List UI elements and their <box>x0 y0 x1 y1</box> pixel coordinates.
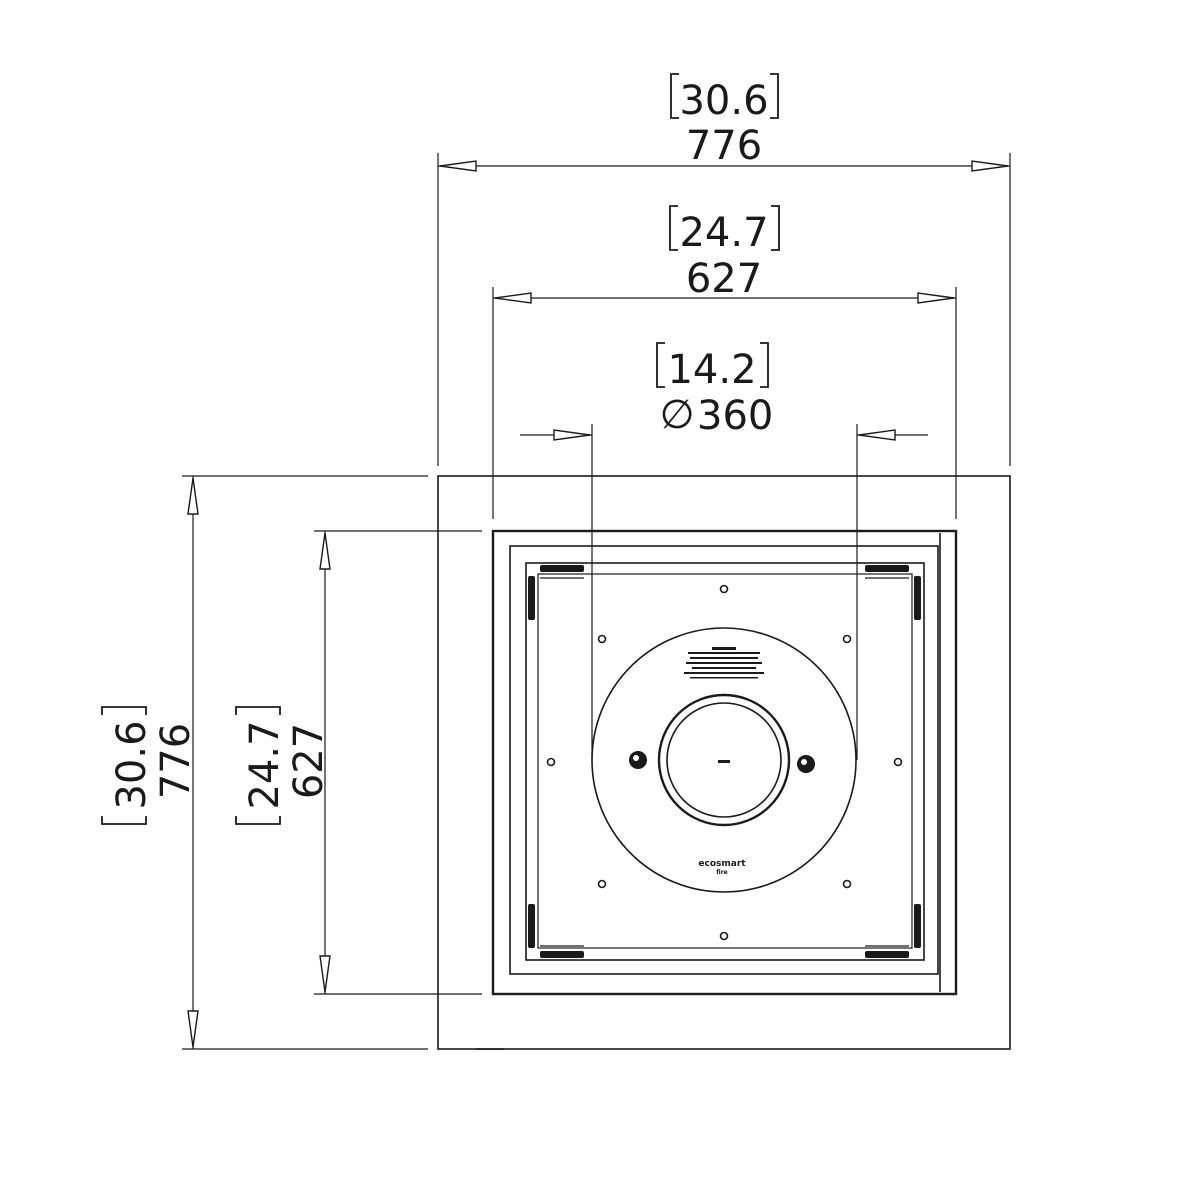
screw-hole-icon <box>719 931 729 941</box>
knob-left-icon <box>629 751 647 769</box>
bracket-close-icon <box>770 73 779 119</box>
bracket-close-icon <box>760 342 769 388</box>
burner-tray-outer <box>509 545 939 975</box>
screw-hole-icon <box>597 634 607 644</box>
screw-hole-icon <box>842 879 852 889</box>
arrow-left-icon <box>494 292 532 304</box>
arrow-down-icon <box>319 955 331 993</box>
overall-width-mm: 776 <box>686 123 762 169</box>
inner-opening-outline <box>491 529 958 996</box>
screw-hole-icon <box>597 879 607 889</box>
overall-depth-mm: 776 <box>153 723 199 799</box>
fire-table-plan: ecosmart fire <box>437 475 1011 1050</box>
arrow-up-icon <box>187 477 199 515</box>
inner-depth-inches: 24.7 <box>242 720 288 809</box>
burner-center-mark <box>718 760 730 763</box>
outer-body-outline <box>437 475 1011 1050</box>
dimension-overall-width: 30.6 776 <box>437 73 1011 466</box>
bracket-open-icon <box>235 816 281 825</box>
knob-right-icon <box>797 755 815 773</box>
dimension-burner-diameter: 14.2 ∅ 360 <box>520 342 928 760</box>
arrow-right-icon <box>553 429 591 441</box>
brand-logo-subtext: fire <box>716 869 727 876</box>
arrow-up-icon <box>319 532 331 570</box>
screw-hole-icon <box>893 757 903 767</box>
bracket-close-icon <box>101 706 147 715</box>
screw-hole-icon <box>546 757 556 767</box>
dimension-inner-depth: 24.7 627 <box>235 530 482 995</box>
bracket-close-icon <box>235 706 281 715</box>
screw-hole-icon <box>842 634 852 644</box>
arrow-down-icon <box>187 1010 199 1048</box>
burner-plate <box>591 627 857 893</box>
arrow-right-icon <box>971 160 1009 172</box>
bracket-open-icon <box>669 205 678 251</box>
burner-tray-ledge <box>537 573 913 949</box>
arrow-left-icon <box>439 160 477 172</box>
bracket-close-icon <box>771 205 780 251</box>
burner-opening-outer <box>657 693 791 827</box>
bracket-open-icon <box>101 816 147 825</box>
inner-depth-mm: 627 <box>286 723 332 799</box>
inner-width-mm: 627 <box>686 256 762 302</box>
overall-width-inches: 30.6 <box>679 78 768 124</box>
arrow-right-icon <box>917 292 955 304</box>
warning-label-icon <box>684 647 764 679</box>
bracket-open-icon <box>656 342 665 388</box>
burner-tray-inner <box>525 562 925 961</box>
inner-width-inches: 24.7 <box>679 210 768 256</box>
bracket-open-icon <box>670 73 679 119</box>
burner-diameter-mm: 360 <box>697 393 773 439</box>
burner-opening-inner <box>666 702 782 818</box>
diameter-symbol-icon: ∅ <box>660 392 695 438</box>
overall-depth-inches: 30.6 <box>109 720 155 809</box>
dimension-overall-depth: 30.6 776 <box>101 475 428 1050</box>
dimension-inner-width: 24.7 627 <box>492 205 957 519</box>
burner-diameter-inches: 14.2 <box>667 347 756 393</box>
arrow-left-icon <box>858 429 896 441</box>
corner-bracket-icon <box>528 565 921 958</box>
brand-logo-text: ecosmart <box>698 859 746 869</box>
screw-hole-icon <box>719 584 729 594</box>
screw-holes <box>546 584 903 941</box>
